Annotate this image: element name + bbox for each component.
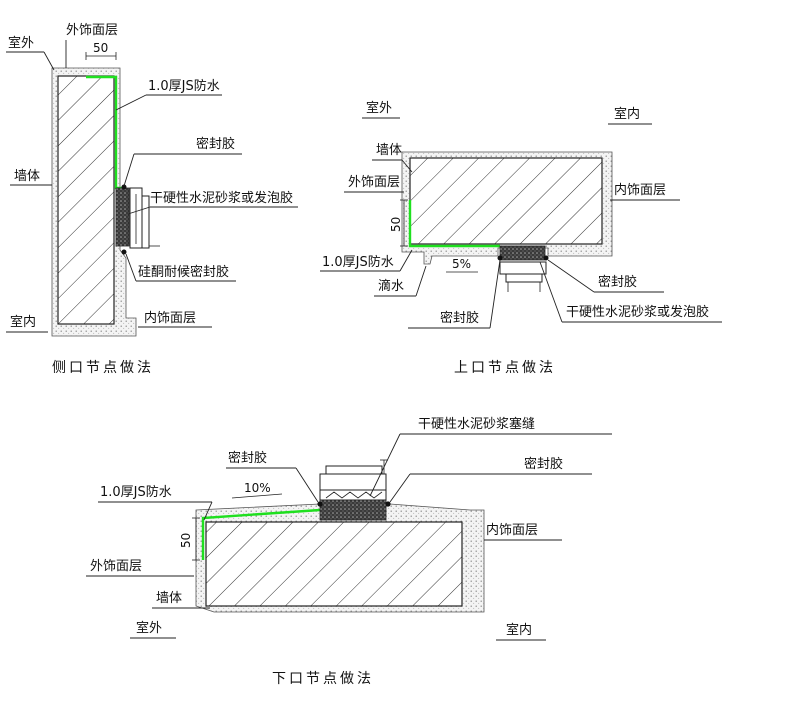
bottom-label-mortar-fill: 干硬性水泥砂浆塞缝 [418, 416, 535, 432]
top-label-js-waterproof: 1.0厚JS防水 [322, 254, 394, 270]
side-label-sealant: 密封胶 [196, 136, 235, 152]
bottom-label-slope: 10% [244, 481, 271, 495]
bottom-label-wall: 墙体 [156, 591, 182, 606]
top-sealant-left [497, 255, 503, 261]
top-label-outdoor: 室外 [366, 100, 392, 116]
side-label-mortar-or-foam: 干硬性水泥砂浆或发泡胶 [150, 190, 293, 206]
bottom-slope-arrow [231, 493, 283, 499]
side-mortar-block [115, 187, 130, 247]
top-mortar-block [499, 245, 546, 261]
bottom-label-outer-finish: 外饰面层 [90, 559, 142, 574]
top-dimension-50: 50 [389, 199, 408, 247]
top-label-wall: 墙体 [376, 143, 402, 158]
side-dimension-50: 50 [85, 41, 117, 60]
bottom-detail-caption: 下口节点做法 [272, 671, 374, 687]
top-detail-caption: 上口节点做法 [454, 360, 556, 376]
side-wall [57, 75, 115, 325]
top-label-sealant-left: 密封胶 [440, 310, 479, 326]
bottom-sealant-left [317, 501, 323, 507]
side-sealant-top [121, 184, 127, 190]
top-label-drip: 滴水 [378, 278, 404, 294]
top-label-inner-finish: 内饰面层 [614, 182, 666, 198]
bottom-label-inner-finish: 内饰面层 [486, 522, 538, 538]
top-detail: 50 5% 室外 室内 墙体 外饰面层 内饰面层 1.0厚JS防水 滴水 密封胶… [320, 100, 722, 376]
bottom-dim-50-label: 50 [179, 533, 193, 548]
bottom-mortar-block [319, 499, 387, 521]
side-sealant-bottom [121, 249, 127, 255]
side-label-silicone-sealant: 硅酮耐候密封胶 [138, 264, 229, 280]
side-label-outer-finish: 外饰面层 [66, 23, 118, 38]
side-window-frame [129, 187, 160, 249]
side-label-outdoor: 室外 [8, 35, 34, 51]
bottom-label-sealant-right: 密封胶 [524, 456, 563, 472]
side-label-js-waterproof: 1.0厚JS防水 [148, 78, 220, 94]
top-label-outer-finish: 外饰面层 [348, 175, 400, 190]
top-window-frame [499, 261, 547, 292]
top-label-indoor: 室内 [614, 106, 640, 122]
side-label-wall: 墙体 [14, 169, 40, 184]
top-sealant-right [543, 255, 549, 261]
top-label-slope: 5% [452, 257, 471, 271]
bottom-wall [205, 521, 463, 607]
bottom-js-waterproof-line [201, 508, 321, 560]
side-label-inner-finish: 内饰面层 [144, 310, 196, 326]
top-label-sealant-right: 密封胶 [598, 274, 637, 290]
side-dim-50-label: 50 [93, 41, 108, 55]
bottom-label-outdoor: 室外 [136, 620, 162, 636]
bottom-sealant-right [385, 501, 391, 507]
bottom-label-indoor: 室内 [506, 622, 532, 638]
side-label-indoor: 室内 [10, 314, 36, 330]
bottom-label-js-waterproof: 1.0厚JS防水 [100, 484, 172, 500]
bottom-detail: 50 10% 干硬性水泥砂浆塞缝 密封胶 密封胶 1.0厚JS防水 内饰面层 外… [86, 416, 612, 687]
top-label-mortar-or-foam: 干硬性水泥砂浆或发泡胶 [566, 304, 709, 320]
bottom-label-sealant-left: 密封胶 [228, 450, 267, 466]
bottom-dimension-50: 50 [179, 517, 200, 561]
side-detail-caption: 侧口节点做法 [52, 360, 154, 376]
side-detail: 50 室外 外饰面层 1.0厚JS防水 密封胶 墙体 干硬性水泥砂浆或发泡胶 硅… [6, 23, 298, 376]
top-wall [409, 157, 603, 245]
bottom-window-frame [319, 459, 388, 501]
top-dim-50-label: 50 [389, 217, 403, 232]
top-js-waterproof-line [408, 200, 500, 248]
